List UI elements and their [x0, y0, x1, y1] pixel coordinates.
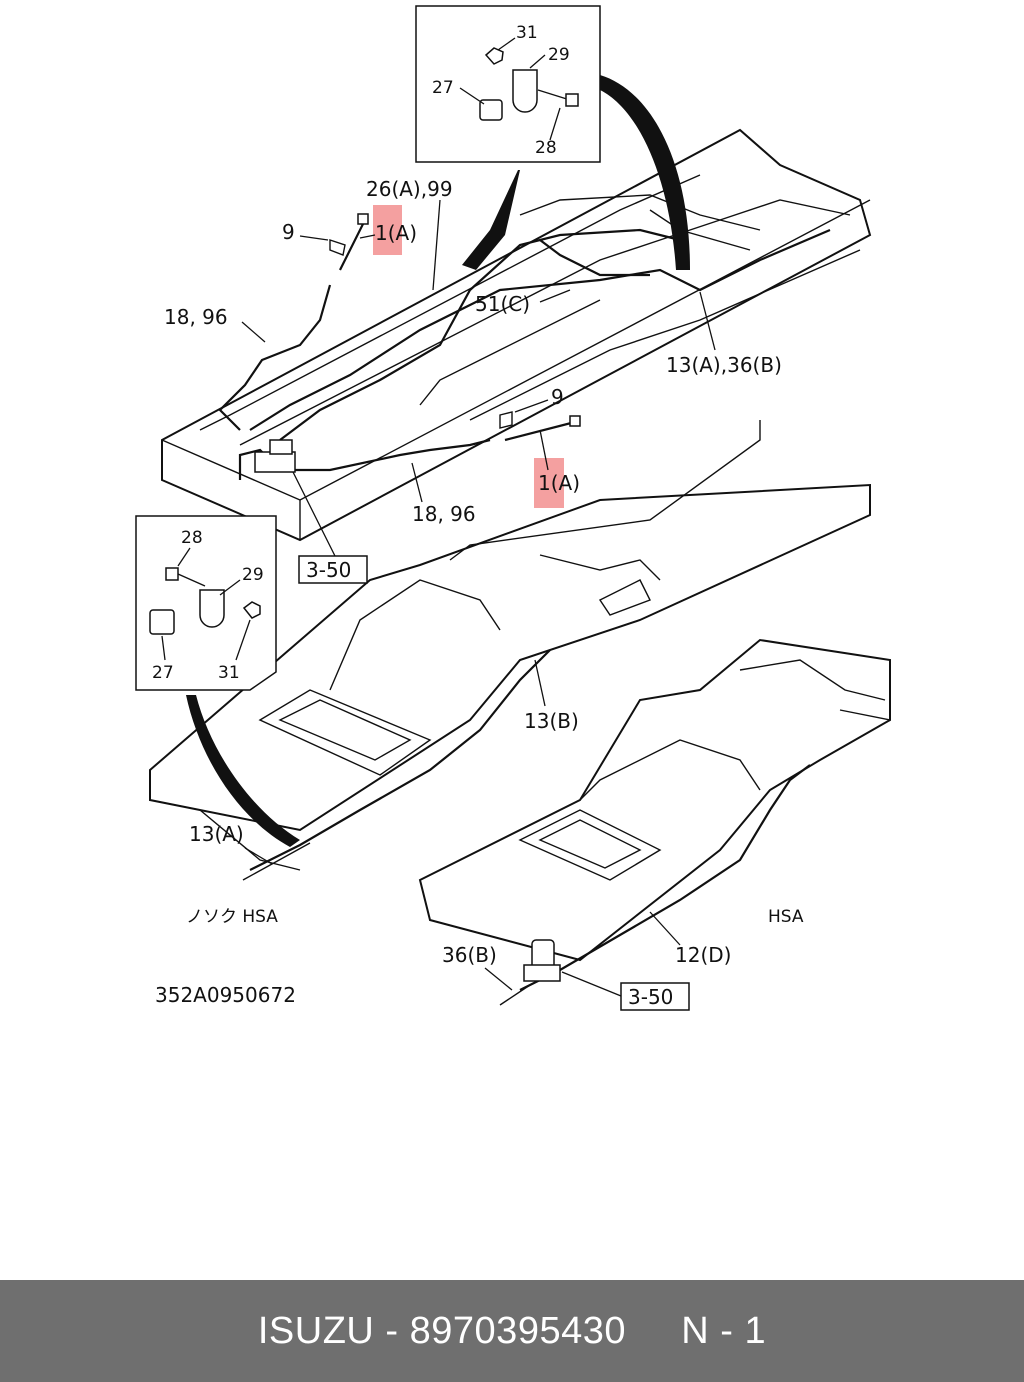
brake-pipes — [218, 228, 831, 1006]
footer-bar: ISUZU - 8970395430 N - 1 — [0, 1280, 1024, 1382]
ref-box-3-50-bot — [620, 982, 690, 1011]
label-inset-bot-28: 28 — [181, 528, 203, 548]
label-13b: 13(B) — [524, 709, 579, 733]
inset-bottom: 28 29 27 31 — [135, 515, 300, 847]
label-18-96-mid: 18, 96 — [412, 502, 476, 526]
label-51c: 51(C) — [475, 292, 530, 316]
valve-bottom — [523, 939, 561, 982]
highlight-mid — [534, 458, 564, 508]
label-9-mid: 9 — [551, 385, 564, 409]
label-12d: 12(D) — [675, 943, 731, 967]
label-36b: 36(B) — [442, 943, 497, 967]
label-inset-bot-27: 27 — [152, 663, 174, 683]
label-26a-99: 26(A),99 — [366, 177, 453, 201]
ref-box-3-50-top — [298, 555, 368, 584]
label-inset-bot-31: 31 — [218, 663, 240, 683]
label-inset-top-27: 27 — [432, 78, 454, 98]
highlight-top — [373, 205, 402, 255]
callouts: 26(A),99 9 1(A) 18, 96 51(C) 13(A),36(B)… — [155, 177, 804, 1011]
label-13a-bot: 13(A) — [189, 822, 244, 846]
label-inset-bot-29: 29 — [242, 565, 264, 585]
label-13a-36b: 13(A),36(B) — [666, 353, 782, 377]
label-inset-top-31: 31 — [516, 23, 538, 43]
footer-part-number: ISUZU - 8970395430 N - 1 — [257, 1309, 767, 1352]
label-nosoku-hsa: ノソク HSA — [186, 907, 278, 927]
label-18-96-top: 18, 96 — [164, 305, 228, 329]
label-inset-top-28: 28 — [535, 138, 557, 158]
label-ref-3-50-top: 3-50 — [306, 558, 351, 582]
hose-top — [329, 213, 369, 271]
parts-diagram: 31 29 27 28 28 29 27 31 26(A),99 9 — [135, 5, 891, 1011]
label-inset-top-29: 29 — [548, 45, 570, 65]
highlights — [373, 205, 564, 508]
label-1a-mid: 1(A) — [538, 471, 580, 495]
drawing-number: 352A0950672 — [155, 983, 296, 1007]
label-ref-3-50-bot: 3-50 — [628, 985, 673, 1009]
upper-frame — [161, 128, 872, 542]
inset-top: 31 29 27 28 — [415, 5, 690, 270]
valve-top — [254, 439, 296, 473]
label-hsa: HSA — [768, 907, 804, 927]
label-9-top: 9 — [282, 220, 295, 244]
lower-frame-right — [418, 638, 891, 962]
label-1a-top: 1(A) — [375, 221, 417, 245]
